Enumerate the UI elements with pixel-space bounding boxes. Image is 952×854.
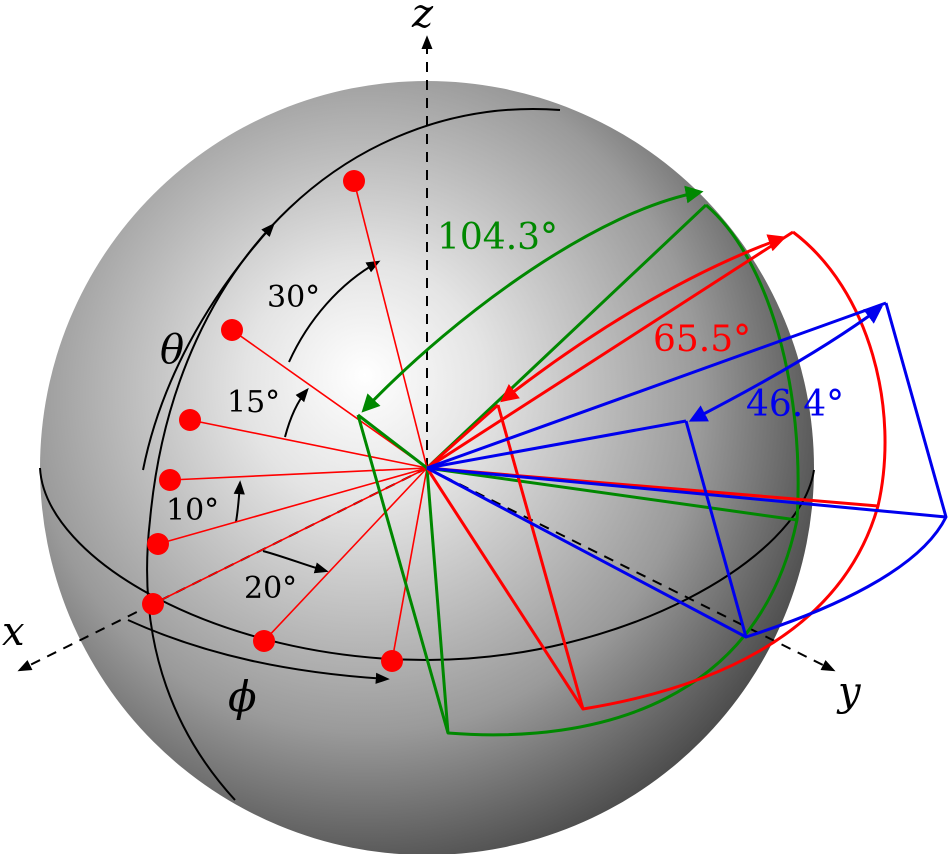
red-edge bbox=[426, 403, 499, 470]
phi-label: ϕ bbox=[228, 672, 257, 721]
sample-point-marker bbox=[179, 409, 201, 431]
blue-edge bbox=[426, 466, 747, 639]
sample-line bbox=[231, 329, 428, 469]
green-aperture-label: 104.3° bbox=[437, 217, 559, 258]
sample-line bbox=[157, 467, 428, 545]
meridian-line bbox=[146, 108, 561, 801]
theta-10-arc bbox=[233, 480, 245, 523]
sample-point-marker bbox=[159, 469, 181, 491]
red-edge bbox=[425, 467, 585, 710]
blue-aperture-arc bbox=[688, 305, 883, 422]
sample-line bbox=[152, 467, 428, 605]
sample-line bbox=[391, 467, 428, 662]
z-axis-label: z bbox=[412, 0, 434, 37]
theta-15-label: 15° bbox=[227, 385, 281, 420]
red-aperture-arc bbox=[500, 234, 787, 403]
blue-edge bbox=[426, 466, 947, 519]
green-edge bbox=[357, 413, 428, 470]
blue-rim bbox=[684, 302, 948, 639]
sample-point-marker bbox=[381, 650, 403, 672]
theta-15-arc bbox=[284, 387, 309, 438]
x-axis-label: x bbox=[2, 609, 25, 655]
sample-points bbox=[142, 170, 403, 672]
sample-line bbox=[189, 419, 428, 469]
sample-line bbox=[263, 467, 428, 642]
sample-point-marker bbox=[253, 630, 275, 652]
phi-20-arc bbox=[262, 550, 329, 574]
phi-arrow-arc bbox=[127, 619, 390, 684]
theta-10-label: 10° bbox=[166, 493, 220, 528]
green-edge bbox=[425, 467, 450, 734]
green-edge bbox=[426, 466, 798, 522]
sample-point-marker bbox=[343, 170, 365, 192]
y-axis-label: y bbox=[838, 669, 861, 715]
theta-arrow-arc bbox=[142, 222, 275, 471]
sample-point-marker bbox=[221, 319, 243, 341]
blue-aperture-label: 46.4° bbox=[746, 384, 845, 425]
y-axis bbox=[426, 467, 836, 672]
sample-point-marker bbox=[147, 533, 169, 555]
blue-sector bbox=[426, 301, 948, 639]
blue-edge bbox=[426, 419, 687, 470]
red-aperture-label: 65.5° bbox=[653, 319, 752, 360]
sample-line bbox=[169, 467, 428, 481]
sample-point-marker bbox=[142, 593, 164, 615]
theta-30-label: 30° bbox=[267, 280, 321, 315]
theta-label: θ bbox=[160, 327, 185, 373]
phi-20-label: 20° bbox=[244, 571, 298, 606]
